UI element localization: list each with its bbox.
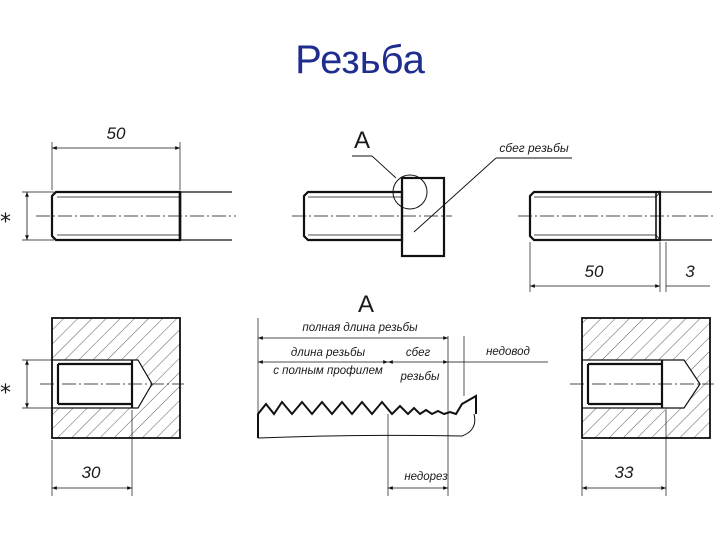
bolt-right-length-label: 50 (585, 262, 604, 281)
detail-a-thread-profile (257, 318, 548, 496)
bolt-left-length-label: 50 (107, 124, 126, 143)
runout-label-line2: резьбы (400, 371, 441, 383)
hole-left-diameter-mark: * (0, 381, 11, 406)
page-title: Резьба (295, 38, 425, 82)
bolt-left-view (22, 142, 236, 242)
incomplete-thread-label: недорез (404, 471, 448, 483)
bolt-right-view (518, 190, 716, 292)
hole-left-depth-label: 30 (82, 463, 101, 482)
undercut-label: недовод (486, 346, 530, 358)
bolt-middle-view-letter: A (354, 127, 370, 154)
bolt-middle-view (292, 155, 572, 258)
full-profile-length-line2: с полным профилем (273, 365, 383, 377)
full-profile-length-line1: длина резьбы (291, 347, 366, 359)
hole-right-depth-label: 33 (615, 463, 634, 482)
hole-right-section (570, 317, 714, 496)
hole-left-section (22, 317, 184, 496)
detail-a-view-letter: A (358, 291, 374, 318)
bolt-left-diameter-mark: * (0, 210, 11, 235)
bolt-right-runout-label: 3 (685, 262, 695, 281)
runout-label-line1: сбег (406, 347, 431, 359)
full-thread-length-label: полная длина резьбы (302, 322, 418, 334)
bolt-middle-runout-note: сбег резьбы (499, 141, 569, 155)
